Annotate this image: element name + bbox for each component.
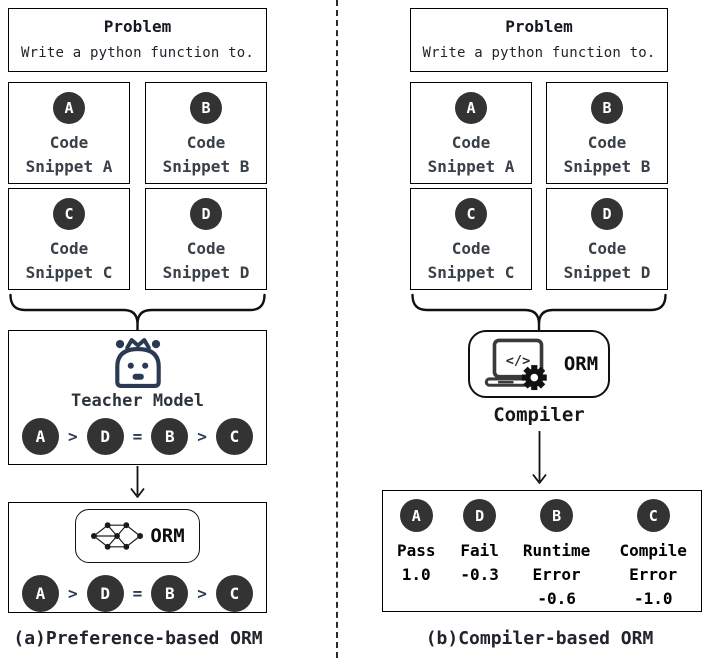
- rank-badge: D: [86, 418, 124, 455]
- result-text: Compile: [619, 541, 687, 560]
- rank-badge: C: [215, 575, 253, 612]
- teacher-model-box: Teacher Model A > D = B > C: [8, 330, 267, 465]
- underbrace-icon: [9, 293, 266, 332]
- snippet-badge-c: C: [53, 198, 85, 230]
- snippet-label: Snippet A: [427, 157, 515, 176]
- snippet-badge-a: A: [455, 92, 487, 124]
- snippet-label: Snippet C: [25, 263, 113, 282]
- orm-ranking-row: A > D = B > C: [9, 575, 266, 612]
- problem-box-a: Problem Write a python function to.: [8, 8, 267, 72]
- code-snippet-a-box: A Code Snippet A: [8, 82, 130, 184]
- result-score: -1.0: [633, 589, 673, 608]
- snippet-label: Code: [587, 133, 627, 152]
- teacher-model-label: Teacher Model: [70, 391, 205, 411]
- result-col-b: B Runtime Error -0.6: [512, 499, 602, 611]
- snippet-label: Code: [186, 133, 226, 152]
- result-col-c: C Compile Error -1.0: [605, 499, 701, 611]
- problem-body: Write a python function to.: [422, 45, 656, 61]
- orm-output-box: ORM A > D = B > C: [8, 502, 267, 613]
- code-glyph: </>: [506, 353, 531, 369]
- snippet-badge-d: D: [190, 198, 222, 230]
- result-badge-b: B: [540, 499, 574, 532]
- snippet-label: Code: [587, 239, 627, 258]
- snippet-label: Snippet B: [162, 157, 250, 176]
- code-snippet-d-box: D Code Snippet D: [145, 188, 267, 290]
- rank-separator: =: [132, 584, 143, 603]
- problem-title: Problem: [505, 17, 573, 36]
- rank-badge: A: [22, 418, 59, 455]
- result-score: -0.6: [537, 589, 576, 608]
- code-snippet-a-box: A Code Snippet A: [410, 82, 532, 184]
- code-snippet-c-box: C Code Snippet C: [8, 188, 130, 290]
- orm-label: ORM: [150, 525, 185, 547]
- preference-ranking-row: A > D = B > C: [9, 418, 266, 455]
- snippet-badge-c: C: [455, 198, 487, 230]
- result-text: Fail: [460, 541, 499, 560]
- result-text: Error: [629, 565, 678, 584]
- rank-badge: D: [86, 575, 124, 612]
- snippet-label: Snippet A: [25, 157, 113, 176]
- orm-label: ORM: [563, 353, 599, 375]
- code-snippet-b-box: B Code Snippet B: [546, 82, 668, 184]
- panel-divider: [336, 0, 338, 658]
- compiler-label: Compiler: [493, 404, 585, 426]
- snippet-badge-b: B: [190, 92, 222, 124]
- code-snippet-c-box: C Code Snippet C: [410, 188, 532, 290]
- caption-panel-b: (b)Compiler-based ORM: [425, 628, 654, 649]
- code-snippet-b-box: B Code Snippet B: [145, 82, 267, 184]
- rank-separator: >: [68, 427, 78, 446]
- rank-separator: =: [132, 427, 143, 446]
- rank-separator: >: [68, 584, 78, 603]
- snippet-label: Code: [49, 239, 89, 258]
- result-score: -0.3: [460, 565, 499, 584]
- compiler-orm-chip: </> ORM: [468, 330, 610, 398]
- snippet-label: Snippet C: [427, 263, 515, 282]
- result-text: Runtime: [522, 541, 591, 560]
- snippet-badge-b: B: [591, 92, 623, 124]
- snippet-label: Snippet B: [563, 157, 651, 176]
- rank-badge: C: [215, 418, 253, 455]
- snippet-badge-d: D: [591, 198, 623, 230]
- problem-box-b: Problem Write a python function to.: [410, 8, 668, 72]
- snippet-label: Snippet D: [563, 263, 651, 282]
- underbrace-icon: [411, 293, 667, 332]
- problem-body: Write a python function to.: [21, 45, 254, 61]
- rank-badge: B: [151, 575, 189, 612]
- caption-panel-a: (a)Preference-based ORM: [13, 628, 263, 649]
- result-badge-c: C: [636, 499, 670, 532]
- rank-separator: >: [197, 427, 207, 446]
- rank-separator: >: [197, 584, 207, 603]
- result-badge-d: D: [463, 499, 497, 532]
- down-arrow-icon: [532, 431, 547, 484]
- rank-badge: B: [151, 418, 189, 455]
- problem-title: Problem: [103, 17, 172, 36]
- rank-badge: A: [22, 575, 59, 612]
- snippet-label: Code: [451, 239, 491, 258]
- down-arrow-icon: [130, 466, 145, 498]
- result-col-d: D Fail -0.3: [447, 499, 511, 587]
- result-badge-a: A: [399, 499, 433, 532]
- snippet-label: Code: [451, 133, 491, 152]
- result-col-a: A Pass 1.0: [385, 499, 447, 587]
- compiler-laptop-icon: </>: [484, 338, 547, 391]
- result-text: Error: [532, 565, 581, 584]
- neural-network-icon: [91, 522, 144, 550]
- snippet-badge-a: A: [53, 92, 85, 124]
- compiler-results-box: A Pass 1.0 D Fail -0.3 B Runtime Error -…: [382, 490, 702, 612]
- snippet-label: Code: [49, 133, 89, 152]
- result-text: Pass: [396, 541, 436, 560]
- snippet-label: Code: [186, 239, 226, 258]
- orm-model-chip: ORM: [75, 509, 200, 563]
- result-score: 1.0: [401, 565, 431, 584]
- gear-icon: [521, 365, 547, 391]
- snippet-label: Snippet D: [162, 263, 250, 282]
- code-snippet-d-box: D Code Snippet D: [546, 188, 668, 290]
- robot-icon: [114, 338, 161, 389]
